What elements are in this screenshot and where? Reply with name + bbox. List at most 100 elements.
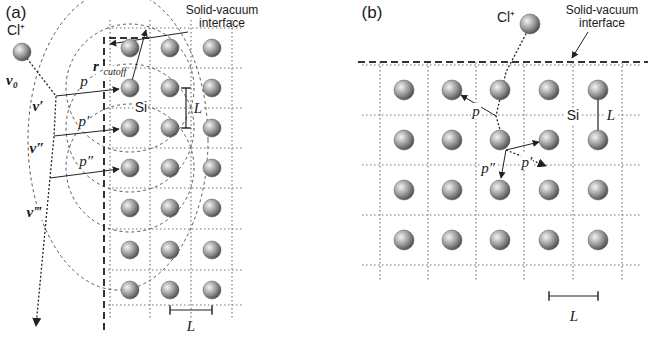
atom-label: Si (134, 100, 148, 115)
silicon-atom (394, 130, 414, 150)
silicon-atom (161, 39, 179, 57)
impact-parameter: p″ (480, 160, 496, 177)
silicon-atom (588, 180, 608, 200)
grid-line (475, 62, 476, 280)
lattice-constant: L (569, 308, 579, 325)
silicon-atom (588, 130, 608, 150)
grid-line (108, 67, 244, 68)
grid-line (108, 187, 244, 188)
grid-line (362, 214, 640, 215)
silicon-atom (588, 230, 608, 250)
silicon-atom (203, 241, 221, 259)
grid-line (362, 164, 640, 165)
silicon-atom (161, 159, 179, 177)
impact-parameter: p (79, 73, 89, 90)
silicon-atom (161, 241, 179, 259)
grid-line (362, 264, 640, 265)
silicon-atom (203, 39, 221, 57)
silicon-atom (394, 230, 414, 250)
silicon-atom (161, 281, 179, 299)
panel-label: (a) (5, 4, 28, 23)
grid-line (190, 20, 191, 318)
silicon-atom (490, 180, 510, 200)
radius-subscript: cutoff (103, 66, 128, 77)
silicon-atom (203, 159, 221, 177)
silicon-atom (442, 180, 462, 200)
grid-line (149, 20, 150, 318)
silicon-atom (203, 119, 221, 137)
ion-trajectory (22, 52, 56, 326)
impact-vector (50, 89, 119, 178)
impact-parameter: p′ (78, 113, 91, 130)
silicon-atom (161, 119, 179, 137)
atom-group (121, 39, 608, 299)
silicon-atom (121, 241, 139, 259)
velocity-label: v‴ (26, 204, 43, 221)
lattice-grid (108, 20, 244, 318)
grid-line (108, 107, 244, 108)
grid-line (523, 62, 524, 280)
grid-line (621, 62, 622, 280)
silicon-atom (539, 230, 559, 250)
silicon-atom (203, 199, 221, 217)
velocity-label: v′ (32, 98, 45, 115)
lattice-grid (362, 62, 640, 280)
impact-vector (461, 95, 539, 178)
silicon-atom (161, 199, 179, 217)
silicon-atom (394, 80, 414, 100)
panel-label: (b) (361, 4, 384, 23)
velocity-label: v″ (29, 140, 46, 157)
silicon-atom (394, 180, 414, 200)
cutoff-circle (28, 0, 208, 290)
grid-line (362, 64, 640, 65)
silicon-atom (442, 80, 462, 100)
silicon-atom (121, 281, 139, 299)
grid-line (572, 62, 573, 280)
interface-label: Solid-vacuum interface (560, 4, 644, 30)
silicon-atom (490, 230, 510, 250)
silicon-atom (161, 79, 179, 97)
lattice-constant: L (606, 107, 616, 124)
ion-label: Cl⁺ (6, 23, 26, 38)
impact-parameter: p (471, 103, 481, 120)
grid-line (108, 304, 244, 305)
chlorine-ion (13, 43, 31, 61)
ion-label: Cl⁺ (496, 10, 516, 25)
silicon-atom (539, 80, 559, 100)
impact-parameter: p′ (521, 154, 534, 171)
interface-label: Solid-vacuum interface (180, 4, 264, 30)
lattice-constant: L (193, 100, 203, 117)
silicon-atom (203, 79, 221, 97)
silicon-atom (490, 130, 510, 150)
silicon-atom (539, 180, 559, 200)
silicon-atom (442, 230, 462, 250)
silicon-atom (121, 39, 139, 57)
silicon-atom (121, 199, 139, 217)
silicon-atom (121, 119, 139, 137)
atom-label: Si (566, 108, 580, 123)
grid-line (108, 269, 244, 270)
leader-line (572, 32, 588, 58)
silicon-atom (442, 130, 462, 150)
chlorine-ion (520, 14, 540, 34)
silicon-atom (588, 80, 608, 100)
radius-label: r (92, 58, 100, 75)
silicon-atom (203, 281, 221, 299)
lattice-constant: L (186, 318, 196, 335)
interface-line (358, 61, 648, 63)
grid-line (427, 62, 428, 280)
silicon-atom (121, 159, 139, 177)
silicon-atom (539, 130, 559, 150)
interface-line (104, 38, 150, 330)
dimension-line (170, 88, 598, 310)
grid-line (108, 147, 244, 148)
velocity-label: v₀ (5, 72, 19, 89)
impact-parameter: p″ (78, 153, 94, 170)
grid-line (108, 228, 244, 229)
silicon-atom (121, 79, 139, 97)
silicon-atom (490, 80, 510, 100)
grid-line (231, 20, 232, 318)
grid-line (379, 62, 380, 280)
